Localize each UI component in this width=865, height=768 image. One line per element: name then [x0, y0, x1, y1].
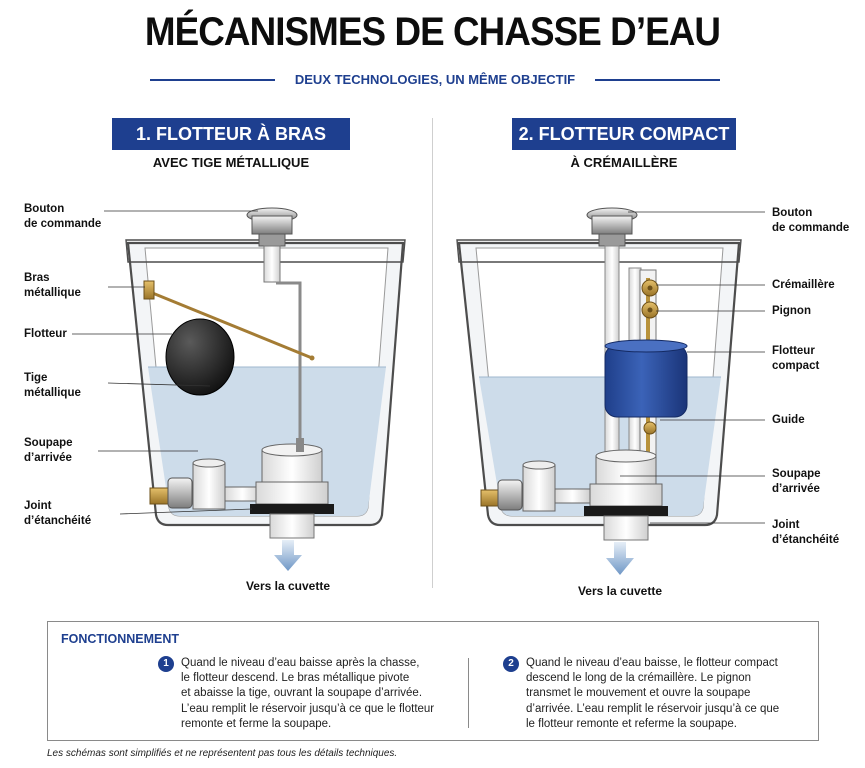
- flush-valve-left: [250, 438, 334, 539]
- leader-lines-left: [72, 210, 258, 515]
- subtitle-rule-right: [595, 79, 720, 81]
- seal-left: [250, 504, 334, 514]
- label-soupape-left: Soupape d’arrivée: [24, 437, 73, 464]
- outlet-label-right: Vers la cuvette: [577, 584, 663, 598]
- leader-lines-right: [620, 211, 765, 524]
- label-bouton-right: Bouton de commande: [772, 207, 850, 234]
- step-number-2: 2: [503, 656, 519, 672]
- subtitle-bar: DEUX TECHNOLOGIES, UN MÊME OBJECTIF: [150, 68, 720, 92]
- column-divider: [432, 118, 433, 588]
- inlet-valve-left: [149, 458, 261, 510]
- step-number-1: 1: [158, 656, 174, 672]
- step-text-1: Quand le niveau d’eau baisse après la ch…: [181, 657, 435, 730]
- metal-rod-left: [143, 280, 315, 446]
- label-soupape-right: Soupape d’arrivée: [772, 468, 821, 495]
- label-joint-left: Joint d’étanchéité: [24, 500, 92, 527]
- page-title: MÉCANISMES DE CHASSE D’EAU: [144, 10, 721, 54]
- label-flotteur-compact: Flotteur compact: [772, 345, 820, 372]
- section-title-right: 2. FLOTTEUR COMPACT: [512, 118, 736, 150]
- label-guide: Guide: [772, 414, 805, 426]
- explanation-panel: FONCTIONNEMENT 1 Quand le niveau d’eau b…: [47, 621, 819, 741]
- label-flotteur-left: Flotteur: [24, 328, 67, 340]
- push-button-right: [586, 207, 638, 247]
- subtitle-rule-left: [150, 79, 275, 81]
- section-title-left: 1. FLOTTEUR À BRAS: [112, 118, 350, 150]
- label-tige: Tige métallique: [24, 372, 81, 399]
- step-text-2: Quand le niveau d’eau baisse, le flotteu…: [526, 657, 780, 730]
- pinion-gears: [641, 279, 659, 435]
- panel-title: FONCTIONNEMENT: [61, 632, 180, 646]
- push-button-left: [246, 207, 298, 283]
- flush-mechanism-diagrams: [72, 207, 765, 575]
- label-joint-right: Joint d’étanchéité: [772, 519, 840, 546]
- panel-divider: [468, 658, 469, 728]
- flush-valve-right: [584, 449, 668, 541]
- label-bouton-left: Bouton de commande: [24, 203, 102, 230]
- label-pignon: Pignon: [772, 305, 811, 317]
- section-subtitle-right: À CRÉMAILLÈRE: [570, 155, 678, 170]
- outlet-arrow-right: [606, 542, 634, 575]
- label-cremaillere: Crémaillère: [772, 279, 835, 291]
- outlet-arrow-left: [274, 540, 302, 571]
- outlet-label-left: Vers la cuvette: [245, 579, 331, 593]
- label-bras: Bras métallique: [24, 272, 81, 299]
- black-float: [165, 318, 235, 396]
- footnote: Les schémas sont simplifiés et ne représ…: [47, 748, 398, 759]
- compact-float: [604, 339, 688, 418]
- page-subtitle: DEUX TECHNOLOGIES, UN MÊME OBJECTIF: [294, 72, 576, 87]
- section-subtitle-left: AVEC TIGE MÉTALLIQUE: [152, 155, 310, 170]
- seal-right: [584, 506, 668, 516]
